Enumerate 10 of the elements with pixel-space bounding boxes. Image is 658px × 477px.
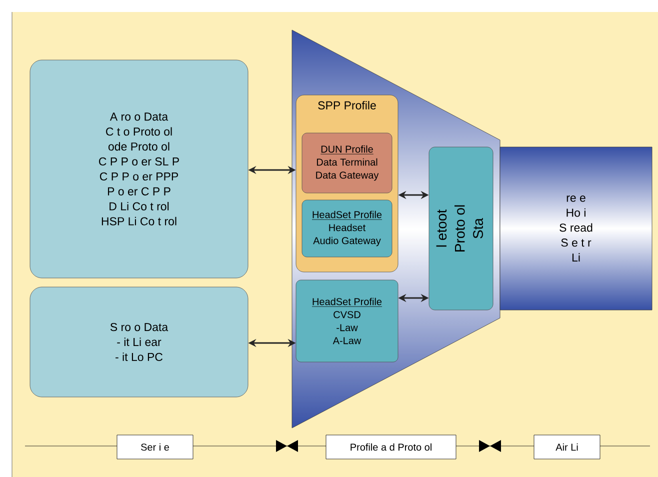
profile-box: DUN Profile Data Terminal Data Gateway <box>302 132 392 194</box>
stage-label: Ser i e <box>116 434 194 460</box>
profile-box: HeadSet Profile Headset Audio Gateway <box>302 200 392 258</box>
rounded-box: A ro o Data C t o Proto ol ode Proto ol C P P o er SL P C P P o er PPP P o er C P P D Li Co t rol HSP Li Co t rol <box>30 60 248 278</box>
link-box: re e Ho i S read S e t r Li <box>500 146 652 310</box>
stack-box: l etoot Proto ol Sta <box>428 146 494 310</box>
stage-label: Profile a d Proto ol <box>326 434 456 460</box>
profile-box: HeadSet Profile CVSD -Law A-Law <box>296 280 398 362</box>
rounded-box: S ro o Data - it Li ear - it Lo PC <box>30 286 248 398</box>
stage-label: Air Li <box>534 434 600 460</box>
